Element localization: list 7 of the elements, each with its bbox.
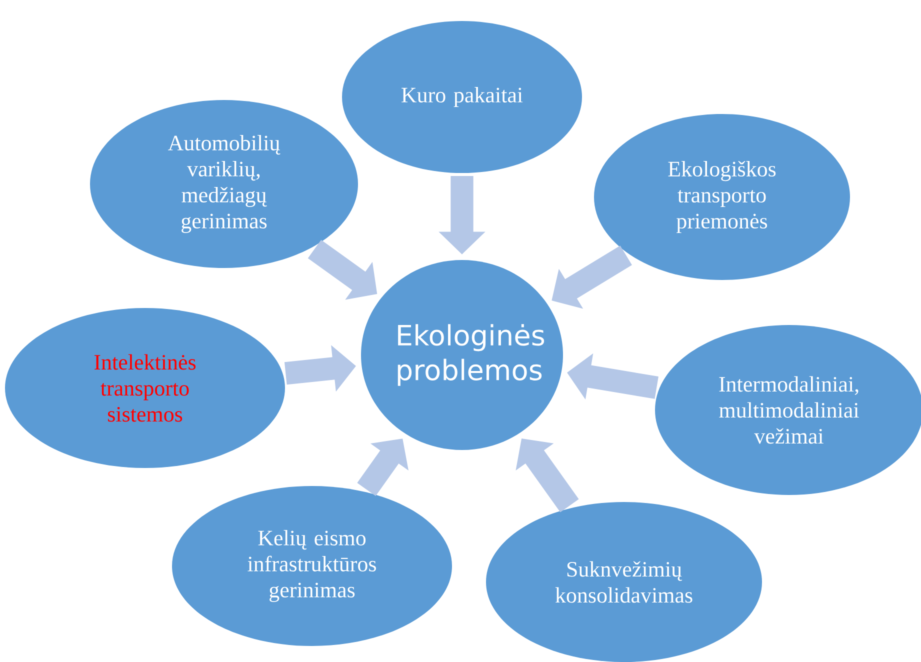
ellipse-node: Kelių eismo infrastruktūros gerinimas: [172, 486, 452, 646]
ellipse-node: Intelektinės transporto sistemos: [5, 308, 285, 468]
ellipse-node: Suknvežimių konsolidavimas: [486, 502, 762, 662]
block-arrow: [516, 438, 579, 512]
ellipse-node: Automobilių variklių, medžiagų gerinimas: [90, 100, 358, 268]
ellipse-node: Kuro pakaitai: [342, 21, 582, 173]
ellipse-node: Ekologiškos transporto priemonės: [594, 114, 850, 280]
